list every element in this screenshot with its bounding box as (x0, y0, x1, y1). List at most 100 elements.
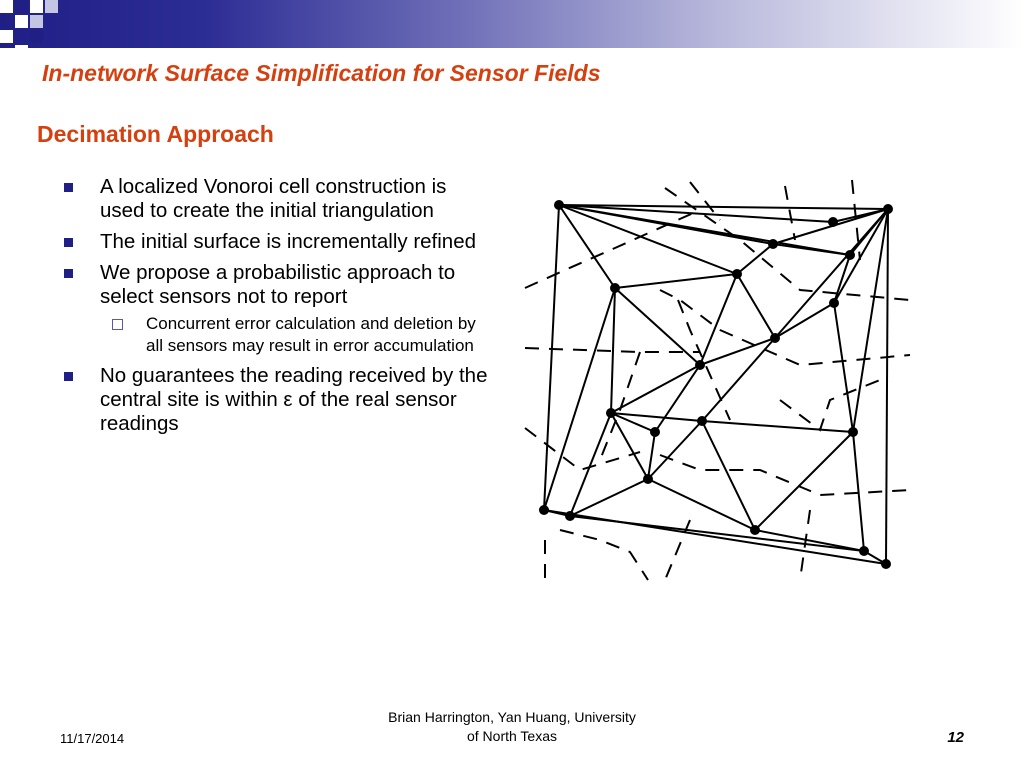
bullet-item: No guarantees the reading received by th… (62, 364, 492, 436)
triangulation-edge (558, 204, 616, 289)
triangulation-edge (647, 431, 656, 480)
triangulation-edge (772, 208, 889, 245)
sensor-node (750, 525, 760, 535)
page-number: 12 (947, 729, 964, 746)
sensor-node (848, 427, 858, 437)
triangulation-edge (647, 420, 703, 480)
triangulation-edge (754, 529, 865, 552)
footer-author: Brian Harrington, Yan Huang, University … (346, 708, 678, 746)
triangulation-edge (558, 204, 834, 223)
triangulation-edge (610, 412, 649, 480)
triangulation-edge (736, 243, 774, 275)
voronoi-edge (659, 289, 721, 331)
triangulation-edge (754, 431, 854, 531)
decorative-squares (0, 0, 80, 60)
triangulation-edge (736, 273, 776, 339)
square-icon (30, 15, 43, 28)
sensor-node (883, 204, 893, 214)
sensor-node (859, 546, 869, 556)
sensor-node (650, 427, 660, 437)
voronoi-cell-edges (524, 179, 911, 581)
square-icon (45, 0, 58, 13)
bullet-text: A localized Vonoroi cell construction is… (100, 175, 447, 222)
voronoi-edge (524, 347, 700, 353)
hollow-square-bullet-icon (112, 319, 123, 330)
triangulation-edge (558, 204, 738, 275)
voronoi-edge (719, 329, 911, 367)
voronoi-edge (851, 179, 861, 261)
bullet-item: A localized Vonoroi cell construction is… (62, 175, 492, 223)
triangulation-edge (772, 243, 851, 256)
triangulation-edge (610, 364, 701, 414)
voronoi-edge (664, 187, 911, 301)
footer-date: 11/17/2014 (60, 731, 125, 746)
bullet-item: We propose a probabilistic approach to s… (62, 261, 492, 357)
voronoi-edge (784, 185, 796, 241)
triangulation-edge (885, 208, 889, 565)
voronoi-triangulation-diagram (524, 179, 911, 581)
square-bullet-icon (64, 269, 73, 278)
square-icon (30, 0, 43, 13)
sensor-node (697, 416, 707, 426)
voronoi-edge (659, 454, 911, 497)
triangulation-edge (833, 254, 851, 304)
sensor-nodes (539, 200, 893, 569)
triangulation-edge (833, 302, 854, 433)
square-bullet-icon (64, 238, 73, 247)
sub-bullet-list: Concurrent error calculation and deletio… (100, 313, 492, 357)
square-icon (15, 0, 28, 13)
triangulation-edge (701, 337, 776, 422)
square-icon (30, 30, 43, 43)
triangulation-edge (614, 287, 701, 366)
bullet-text: No guarantees the reading received by th… (100, 364, 488, 435)
bullet-text: We propose a probabilistic approach to s… (100, 261, 456, 308)
triangulation-edge (558, 204, 851, 256)
voronoi-edge (524, 209, 701, 289)
voronoi-edge (559, 529, 649, 581)
square-icon (15, 45, 28, 58)
sensor-node (845, 250, 855, 260)
sensor-node (606, 408, 616, 418)
voronoi-edge (599, 351, 641, 461)
sub-bullet-text: Concurrent error calculation and deletio… (146, 314, 476, 355)
triangulation-edge (543, 287, 616, 511)
voronoi-edge (689, 181, 721, 221)
sensor-node (768, 239, 778, 249)
sub-bullet-item: Concurrent error calculation and deletio… (100, 313, 492, 357)
slide-subtitle: Decimation Approach (37, 121, 274, 147)
triangulation-edge (543, 204, 560, 511)
triangulation-edge (699, 273, 738, 366)
sensor-node (732, 269, 742, 279)
square-icon (0, 0, 13, 13)
triangulation-edge (701, 420, 756, 531)
sensor-node (881, 559, 891, 569)
triangulation-edge (614, 273, 738, 289)
triangulation-edge (701, 420, 854, 433)
bullet-item: The initial surface is incrementally ref… (62, 230, 492, 254)
square-icon (0, 30, 13, 43)
sensor-node (565, 511, 575, 521)
triangulation-edge (852, 431, 865, 552)
sensor-node (829, 298, 839, 308)
square-icon (15, 15, 28, 28)
sensor-node (539, 505, 549, 515)
square-bullet-icon (64, 372, 73, 381)
triangulation-edge (654, 364, 701, 433)
sensor-node (695, 360, 705, 370)
triangulation-edge (774, 302, 835, 339)
square-bullet-icon (64, 183, 73, 192)
triangulation-edge (569, 412, 612, 517)
voronoi-edge (779, 379, 881, 432)
triangulation-edge (833, 208, 889, 304)
bullet-text: The initial surface is incrementally ref… (100, 230, 476, 253)
voronoi-edge (677, 299, 731, 421)
triangulation-edge (558, 204, 889, 210)
triangulation-edge (647, 478, 756, 531)
footer-author-line: Brian Harrington, Yan Huang, University (388, 709, 636, 725)
sensor-node (554, 200, 564, 210)
triangulation-edge (610, 412, 703, 422)
bullet-list: A localized Vonoroi cell construction is… (62, 175, 492, 443)
voronoi-edge (799, 509, 811, 581)
triangulation-edge (774, 208, 889, 339)
triangulation-edge (699, 337, 776, 366)
